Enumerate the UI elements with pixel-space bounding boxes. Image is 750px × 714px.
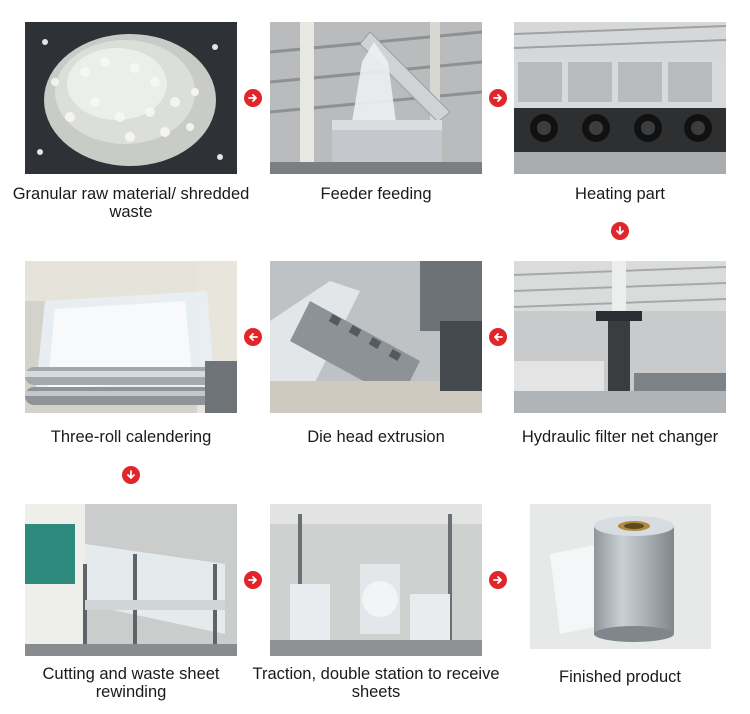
step-label: Cutting and waste sheet rewinding xyxy=(42,665,220,701)
arrow-right-icon xyxy=(489,89,507,107)
arrow-right-icon xyxy=(244,571,262,589)
feeder-hopper-photo xyxy=(270,22,482,174)
arrow-right-icon xyxy=(244,89,262,107)
step-label: Hydraulic filter net changer xyxy=(521,428,719,446)
hydraulic-filter-photo xyxy=(514,261,726,413)
calender-rolls-photo xyxy=(25,261,237,413)
step-label: Feeder feeding xyxy=(320,185,432,203)
arrow-left-icon xyxy=(244,328,262,346)
die-head-photo xyxy=(270,261,482,413)
winder-station-photo xyxy=(270,504,482,656)
step-label: Heating part xyxy=(575,185,665,203)
arrow-left-icon xyxy=(489,328,507,346)
step-label: Three-roll calendering xyxy=(50,428,212,446)
plastic-granules-photo xyxy=(25,22,237,174)
arrow-down-icon xyxy=(611,222,629,240)
step-label: Traction, double station to receive shee… xyxy=(252,665,500,701)
cutting-station-photo xyxy=(25,504,237,656)
arrow-down-icon xyxy=(122,466,140,484)
film-roll-photo xyxy=(530,504,711,649)
step-label: Die head extrusion xyxy=(307,428,445,446)
step-label: Granular raw material/ shredded waste xyxy=(12,185,250,221)
step-label: Finished product xyxy=(559,668,681,686)
extruder-heating-barrel-photo xyxy=(514,22,726,174)
arrow-right-icon xyxy=(489,571,507,589)
